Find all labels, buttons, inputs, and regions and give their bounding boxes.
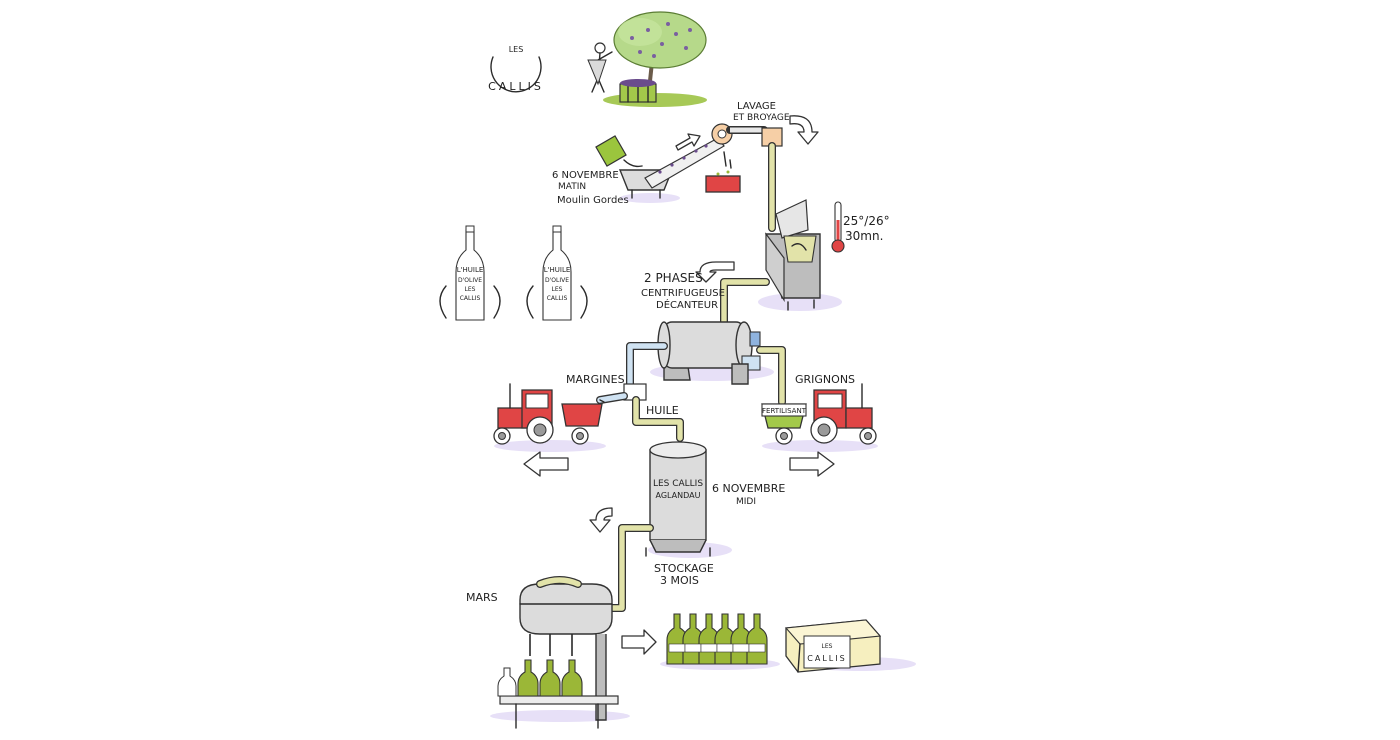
- harvester-icon: [587, 42, 657, 103]
- tractor-icon: [493, 383, 606, 452]
- harvest-date: 6 NOVEMBRE: [552, 170, 619, 181]
- olive-tree-icon: [603, 11, 707, 107]
- decanter-title: 2 PHASES: [644, 271, 703, 285]
- bottle-icon: L'HUILE D'OLIVE LES CALLIS: [526, 225, 588, 321]
- logo-text-top: LES: [509, 45, 524, 54]
- box-text-top: LES: [822, 643, 833, 650]
- washing-line1: LAVAGE: [737, 101, 776, 112]
- thermometer-icon: [831, 201, 845, 253]
- storage-line1: STOCKAGE: [654, 562, 714, 575]
- conveyor-icon: [595, 133, 725, 203]
- bottle-side-1-line4: CALLIS: [460, 295, 481, 302]
- washer-icon: [705, 123, 783, 193]
- bottling-label: MARS: [466, 591, 498, 604]
- arrow-icon: [589, 507, 613, 533]
- tank-date: 6 NOVEMBRE: [712, 482, 785, 495]
- bottle-icon: [539, 659, 561, 697]
- oil-label: HUILE: [646, 404, 679, 417]
- pipe-malaxer-to-decanter: [720, 278, 770, 334]
- bottle-side-1-line1: L'HUILE: [457, 266, 484, 274]
- arrow-icon: [523, 451, 569, 477]
- bottle-icon: [746, 613, 768, 665]
- bottle-icon: [517, 659, 539, 697]
- harvest-time: MATIN: [558, 182, 586, 192]
- box-icon: LES CALLIS: [784, 619, 916, 673]
- decanter-line2: DÉCANTEUR: [656, 298, 718, 311]
- margines-label: MARGINES: [566, 373, 625, 386]
- grignons-label: GRIGNONS: [795, 373, 855, 386]
- storage-line2: 3 MOIS: [660, 574, 699, 587]
- arrow-icon: [621, 629, 657, 655]
- pipe-decanter-to-tank: [632, 396, 684, 442]
- bottle-side-2-line3: LES: [552, 286, 563, 293]
- arrow-icon: [695, 261, 735, 283]
- pipe-tank-to-bottling: [608, 524, 654, 612]
- bottle-icon: [497, 667, 517, 697]
- harvest-place: Moulin Gordes: [557, 195, 629, 206]
- decanter-icon: [650, 321, 774, 385]
- bottle-side-1-line3: LES: [465, 286, 476, 293]
- bottle-side-2-line1: L'HUILE: [544, 266, 571, 274]
- decanter-line1: CENTRIFUGEUSE: [641, 288, 725, 299]
- bottle-icon: L'HUILE D'OLIVE LES CALLIS: [439, 225, 501, 321]
- malaxer-icon: [758, 199, 842, 311]
- bottling-machine-icon: [490, 576, 630, 729]
- bottle-side-2-line2: D'OLIVE: [545, 277, 569, 284]
- arrow-icon: [789, 451, 835, 477]
- pipe-decanter-to-margines: [596, 342, 668, 404]
- box-text-ring: CALLIS: [807, 654, 846, 663]
- pipe-decanter-to-grignons: [756, 346, 786, 406]
- malaxing-duration: 30mn.: [845, 229, 883, 243]
- logo-les-callis: LES CALLIS: [488, 45, 544, 93]
- tank-time: MIDI: [736, 497, 756, 507]
- tractor-icon: FERTILISANT: [761, 383, 878, 452]
- arrow-icon: [789, 115, 819, 145]
- tank-line2: AGLANDAU: [656, 491, 701, 500]
- washing-line2: ET BROYAGE: [733, 113, 790, 123]
- logo-text-ring: CALLIS: [488, 80, 544, 93]
- bottle-side-2-line4: CALLIS: [547, 295, 568, 302]
- bottle-icon: [561, 659, 583, 697]
- malaxing-temperature: 25°/26°: [843, 214, 890, 228]
- bottle-side-1-line2: D'OLIVE: [458, 277, 482, 284]
- tank-line1: LES CALLIS: [653, 479, 703, 489]
- grignons-bin-label: FERTILISANT: [762, 407, 807, 415]
- bottle-row: [660, 613, 780, 670]
- storage-tank-icon: LES CALLIS AGLANDAU: [645, 441, 732, 558]
